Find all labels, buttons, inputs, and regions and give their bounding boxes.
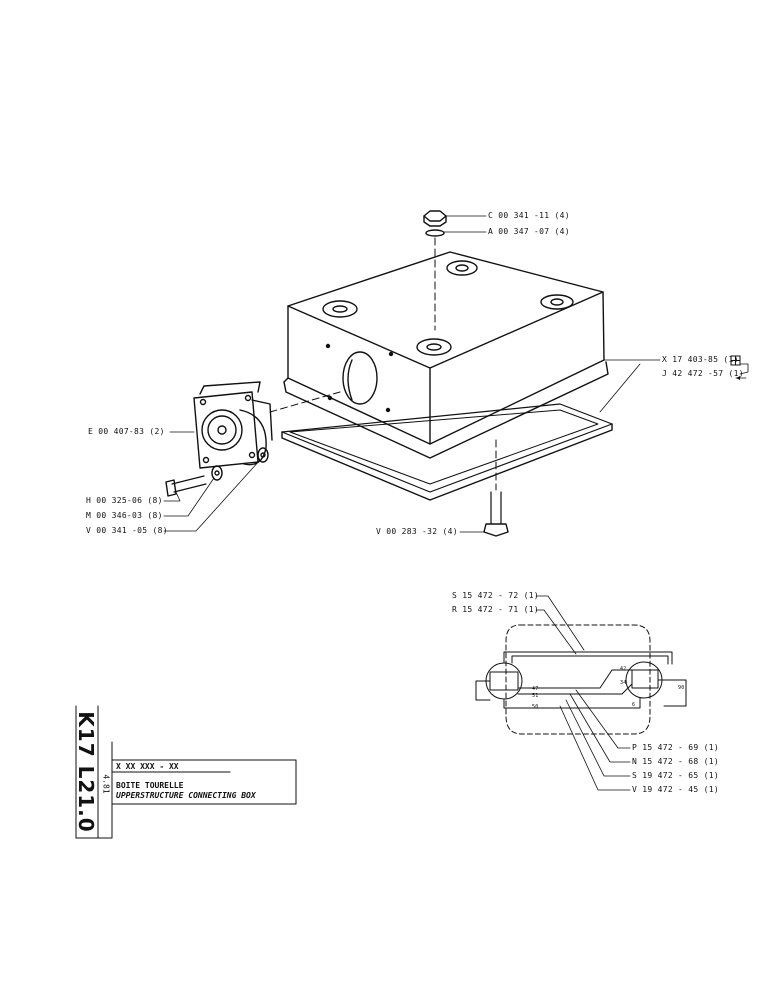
wiring-schematic: [475, 595, 687, 791]
title-block-frame: [75, 705, 297, 839]
callout-washer-m: M 00 346-03 (8): [86, 511, 163, 520]
callout-bolt: V 00 283 -32 (4): [376, 527, 458, 536]
connector-drawing: [193, 381, 341, 469]
wiring-label-s19: S 19 472 - 65 (1): [632, 771, 719, 780]
nut-washer-drawing: [423, 210, 447, 331]
callout-washer-top: A 00 347 -07 (4): [488, 227, 570, 236]
drawing-code: K17 L21.0: [74, 711, 98, 833]
terminal-number: 51: [532, 693, 539, 699]
wiring-label-s: S 15 472 - 72 (1): [452, 591, 539, 600]
terminal-number: 42: [620, 666, 627, 672]
callout-screw: H 00 325-06 (8): [86, 496, 163, 505]
wiring-label-v: V 19 472 - 45 (1): [632, 785, 719, 794]
callout-washer-v: V 00 341 -05 (8): [86, 526, 168, 535]
callout-box-kit: X 17 403-85 (1): [662, 355, 739, 364]
terminal-number: 6: [632, 702, 636, 708]
gasket-drawing: [281, 403, 613, 501]
callout-nut: C 00 341 -11 (4): [488, 211, 570, 220]
kit-symbol-icon: [730, 355, 741, 366]
title-french: BOITE TOURELLE: [116, 781, 184, 790]
terminal-number: 47: [532, 686, 539, 692]
leader-lines: [163, 215, 749, 533]
arrow-left-icon: [736, 376, 740, 380]
terminal-number: 90: [678, 685, 685, 691]
connecting-box-drawing: [283, 251, 609, 459]
bolt-drawing: [483, 439, 509, 537]
terminal-number: 34: [620, 680, 627, 686]
callout-gasket: J 42 472 -57 (1): [662, 369, 744, 378]
title-english: UPPERSTRUCTURE CONNECTING BOX: [116, 791, 256, 800]
wiring-label-p: P 15 472 - 69 (1): [632, 743, 719, 752]
wiring-label-n: N 15 472 - 68 (1): [632, 757, 719, 766]
screw-washers-drawing: [165, 447, 269, 497]
terminal-number: 50: [532, 704, 539, 710]
callout-connector: E 00 407-83 (2): [88, 427, 165, 436]
wiring-label-r: R 15 472 - 71 (1): [452, 605, 539, 614]
drawing-date: 4.81: [101, 774, 111, 794]
part-number: X XX XXX - XX: [116, 762, 179, 771]
